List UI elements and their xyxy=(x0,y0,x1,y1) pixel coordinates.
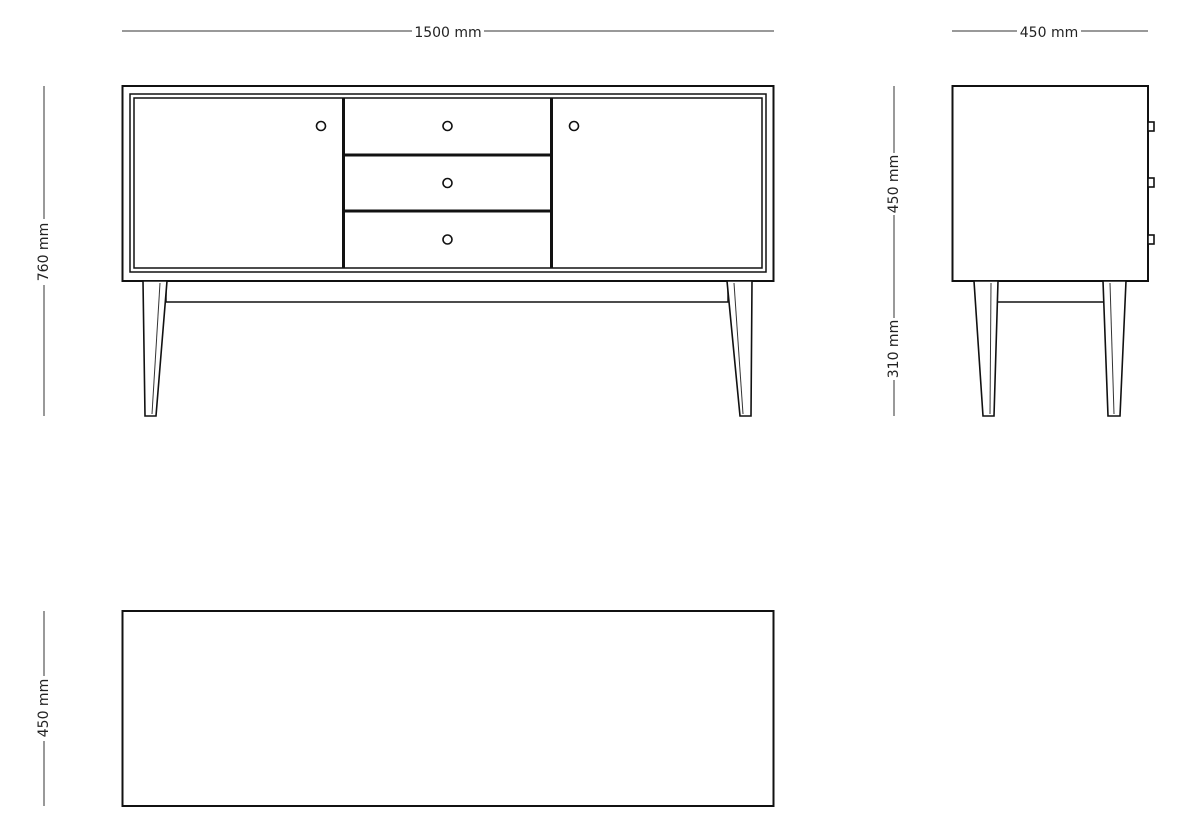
cabinet-front-inner-frame xyxy=(133,97,763,269)
right-door-knob xyxy=(568,120,580,132)
front-width-label: 1500 mm xyxy=(414,25,481,41)
side-right-leg xyxy=(1102,280,1127,417)
bottom-drawer-knob xyxy=(442,234,453,245)
cabinet-side-body xyxy=(951,85,1149,282)
top-view: 450 mm xyxy=(36,610,775,807)
front-view: 1500 mm 760 mm xyxy=(36,25,775,417)
top-depth-label: 450 mm xyxy=(36,679,52,737)
side-knob-top xyxy=(1147,121,1155,132)
cabinet-front-frame xyxy=(129,93,767,273)
cabinet-top-outline xyxy=(121,610,775,807)
front-left-leg xyxy=(142,280,168,417)
front-right-leg xyxy=(726,280,753,417)
side-depth-label: 450 mm xyxy=(1020,25,1078,41)
front-width-dimension: 1500 mm xyxy=(122,25,774,41)
left-door-knob xyxy=(315,120,327,132)
front-height-dimension: 760 mm xyxy=(36,86,52,416)
side-apron xyxy=(995,280,1105,303)
side-knob-bottom xyxy=(1147,234,1155,245)
top-depth-dimension: 450 mm xyxy=(36,611,52,806)
side-leg-height-label: 310 mm xyxy=(886,320,902,378)
top-drawer-knob xyxy=(442,120,453,132)
side-body-height-label: 450 mm xyxy=(886,155,902,213)
side-view: 450 mm 450 mm 310 mm xyxy=(886,25,1155,417)
middle-drawer-knob xyxy=(442,177,453,189)
side-body-height-dimension: 450 mm xyxy=(886,86,902,281)
side-leg-height-dimension: 310 mm xyxy=(886,281,902,416)
side-left-leg xyxy=(973,280,999,417)
side-knob-middle xyxy=(1147,177,1155,188)
side-depth-dimension: 450 mm xyxy=(952,25,1148,41)
front-height-label: 760 mm xyxy=(36,223,52,281)
front-apron xyxy=(165,280,729,303)
